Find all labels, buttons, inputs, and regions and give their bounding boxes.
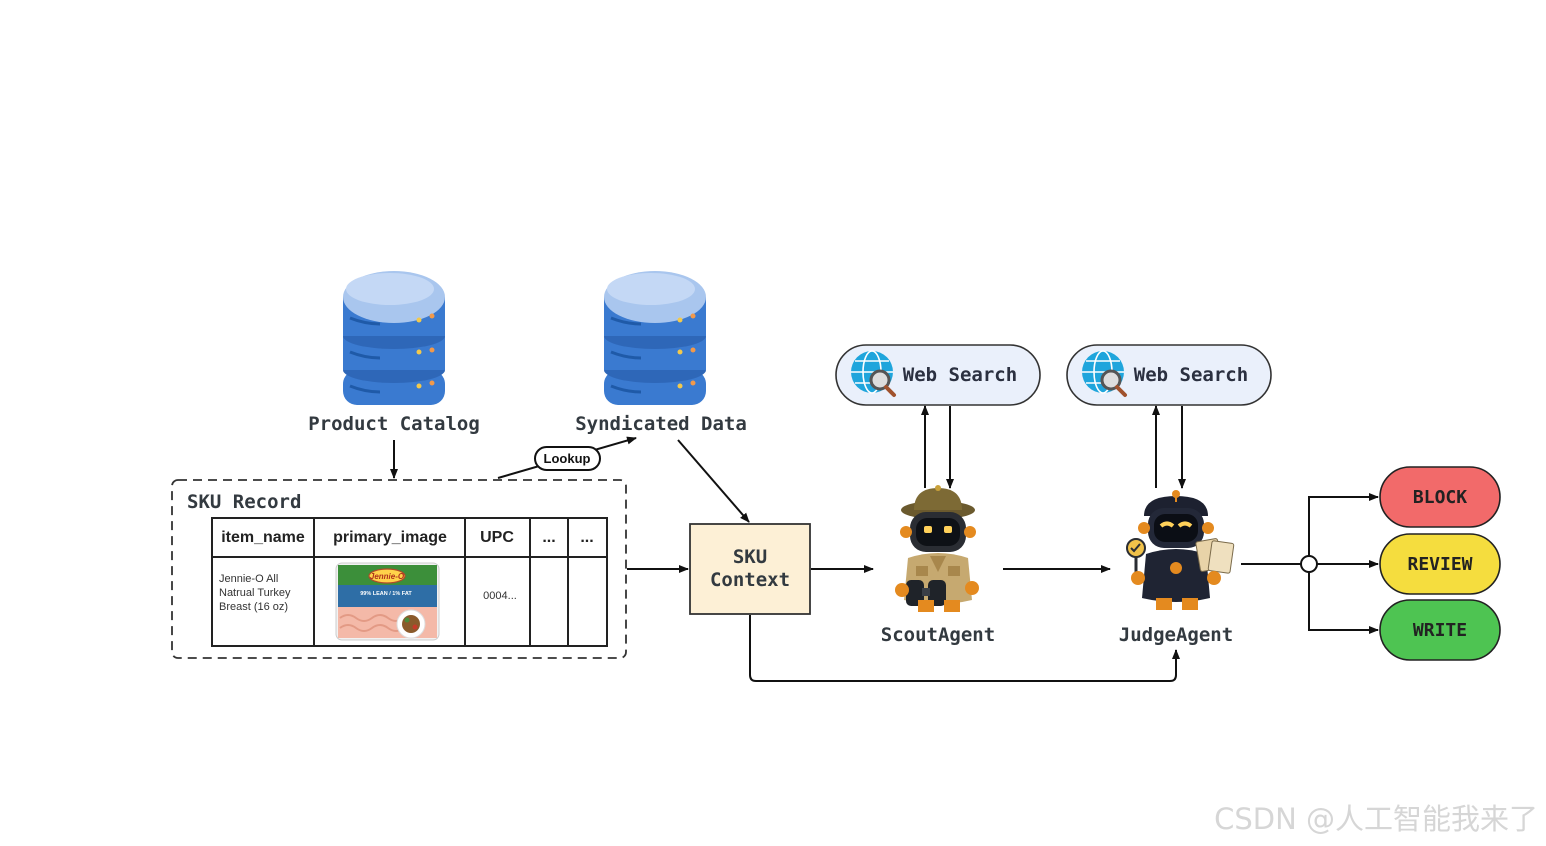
syndicated-to-context-arrow: [677, 439, 750, 523]
judge-agent-robot-icon: [1126, 490, 1235, 610]
decision-block: BLOCK: [1379, 466, 1501, 528]
web-search-tool-scout: Web Search: [835, 344, 1041, 406]
cell-item-name-line-3: Breast (16 oz): [219, 601, 288, 613]
header-primary-image: primary_image: [333, 529, 447, 546]
decision-write: WRITE: [1379, 599, 1501, 661]
globe-search-icon: [1082, 350, 1127, 397]
cell-item-name-line-2: Natrual Turkey: [219, 587, 291, 599]
cell-upc: 0004...: [483, 590, 517, 602]
sku-context-line-1: SKU: [733, 546, 767, 568]
web-search-tool-judge: Web Search: [1066, 344, 1272, 406]
product-catalog-label: Product Catalog: [308, 413, 480, 435]
sku-context-box: SKU Context: [689, 523, 811, 615]
to-block-arrow: [1308, 493, 1379, 556]
watermark: CSDN @人工智能我来了: [1214, 802, 1538, 836]
context-to-judge-arrow: [749, 615, 1180, 682]
product-catalog-database-icon: [343, 271, 445, 405]
header-item-name: item_name: [221, 529, 305, 546]
product-image-caption: 99% LEAN / 1% FAT: [360, 591, 412, 597]
decision-junction: [1300, 555, 1318, 573]
decision-block-label: BLOCK: [1413, 487, 1467, 508]
decision-review-label: REVIEW: [1407, 554, 1472, 575]
lookup-label: Lookup: [544, 451, 591, 466]
cell-item-name-line-1: Jennie-O All: [219, 573, 278, 585]
header-more-1: ...: [542, 529, 555, 546]
to-write-arrow: [1308, 572, 1379, 634]
sku-record-table: item_name primary_image UPC ... ... Jenn…: [211, 517, 608, 647]
header-upc: UPC: [480, 529, 514, 546]
sku-context-line-2: Context: [710, 569, 790, 591]
scout-agent-robot-icon: [895, 485, 979, 612]
decision-write-label: WRITE: [1413, 620, 1467, 641]
scout-agent-label: ScoutAgent: [881, 624, 995, 646]
syndicated-data-label: Syndicated Data: [575, 413, 747, 435]
lookup-badge: Lookup: [534, 446, 601, 471]
product-image-brand: Jennie-O: [370, 572, 405, 581]
sku-record-container: [171, 479, 627, 659]
header-more-2: ...: [580, 529, 593, 546]
judge-agent-label: JudgeAgent: [1119, 624, 1233, 646]
decision-review: REVIEW: [1379, 533, 1501, 595]
sku-record-title: SKU Record: [187, 491, 301, 513]
web-search-label-judge: Web Search: [1134, 364, 1248, 386]
syndicated-data-database-icon: [604, 271, 706, 405]
product-image: Jennie-O 99% LEAN / 1% FAT: [335, 562, 440, 641]
globe-search-icon: [851, 350, 896, 397]
web-search-label-scout: Web Search: [903, 364, 1017, 386]
